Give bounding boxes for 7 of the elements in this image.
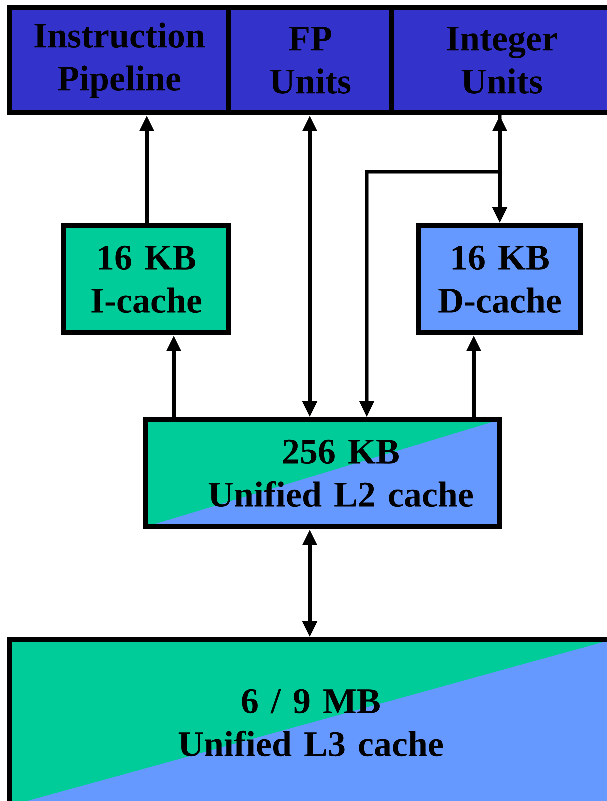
cache-box: 6 / 9 MB Unified L3 cache <box>8 638 607 801</box>
cache-box: 256 KB Unified L2 cache <box>144 418 502 530</box>
cache-box: 16 KB I-cache <box>62 224 232 336</box>
unit-box: Integer Units <box>390 6 607 116</box>
unit-box: FP Units <box>226 6 394 116</box>
unit-box: Instruction Pipeline <box>8 6 232 116</box>
cache-box: 16 KB D-cache <box>416 224 584 336</box>
